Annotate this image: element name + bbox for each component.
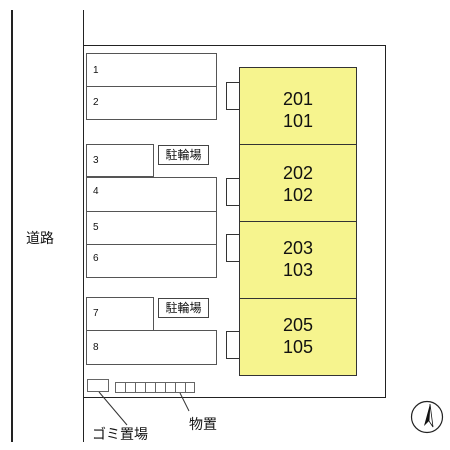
unit-lower-label: 102 bbox=[282, 185, 314, 205]
parking-slot-3: 3 bbox=[86, 144, 154, 177]
building-unit-203-103: 203 103 bbox=[239, 221, 357, 299]
parking-slot-6: 6 bbox=[86, 244, 217, 278]
parking-slot-number: 2 bbox=[93, 97, 99, 108]
bicycle-parking-2: 駐輪場 bbox=[158, 298, 209, 318]
entrance-203 bbox=[226, 234, 240, 262]
unit-upper-label: 202 bbox=[282, 163, 314, 183]
parking-slot-1: 1 bbox=[86, 53, 217, 87]
entrance-201 bbox=[226, 82, 240, 110]
north-arrow-icon bbox=[410, 400, 444, 434]
unit-lower-label: 103 bbox=[282, 260, 314, 280]
entrance-205 bbox=[226, 331, 240, 359]
parking-slot-number: 8 bbox=[93, 342, 99, 353]
building-unit-205-105: 205 105 bbox=[239, 298, 357, 376]
parking-slot-number: 3 bbox=[93, 155, 99, 166]
storage-units bbox=[115, 382, 195, 393]
parking-slot-number: 5 bbox=[93, 222, 99, 233]
unit-lower-label: 105 bbox=[282, 337, 314, 357]
garbage-leader-line bbox=[98, 391, 128, 426]
garbage-area bbox=[87, 379, 109, 392]
parking-slot-2: 2 bbox=[86, 86, 217, 120]
storage-label: 物置 bbox=[189, 416, 217, 432]
parking-slot-4: 4 bbox=[86, 177, 217, 212]
garbage-area-label: ゴミ置場 bbox=[92, 426, 148, 442]
storage-unit bbox=[185, 382, 195, 393]
unit-upper-label: 203 bbox=[282, 238, 314, 258]
unit-upper-label: 201 bbox=[282, 89, 314, 109]
building-unit-201-101: 201 101 bbox=[239, 67, 357, 145]
parking-slot-number: 7 bbox=[93, 308, 99, 319]
unit-upper-label: 205 bbox=[282, 315, 314, 335]
bicycle-parking-1: 駐輪場 bbox=[158, 145, 209, 165]
parking-slot-number: 4 bbox=[93, 186, 99, 197]
parking-slot-number: 1 bbox=[93, 65, 99, 76]
parking-slot-5: 5 bbox=[86, 211, 217, 245]
unit-lower-label: 101 bbox=[282, 111, 314, 131]
road-edge-left bbox=[11, 10, 13, 442]
road-label: 道路 bbox=[26, 230, 54, 246]
parking-slot-8: 8 bbox=[86, 330, 217, 365]
building-unit-202-102: 202 102 bbox=[239, 144, 357, 222]
parking-slot-number: 6 bbox=[93, 253, 99, 264]
storage-leader-line bbox=[179, 392, 190, 412]
entrance-202 bbox=[226, 178, 240, 206]
